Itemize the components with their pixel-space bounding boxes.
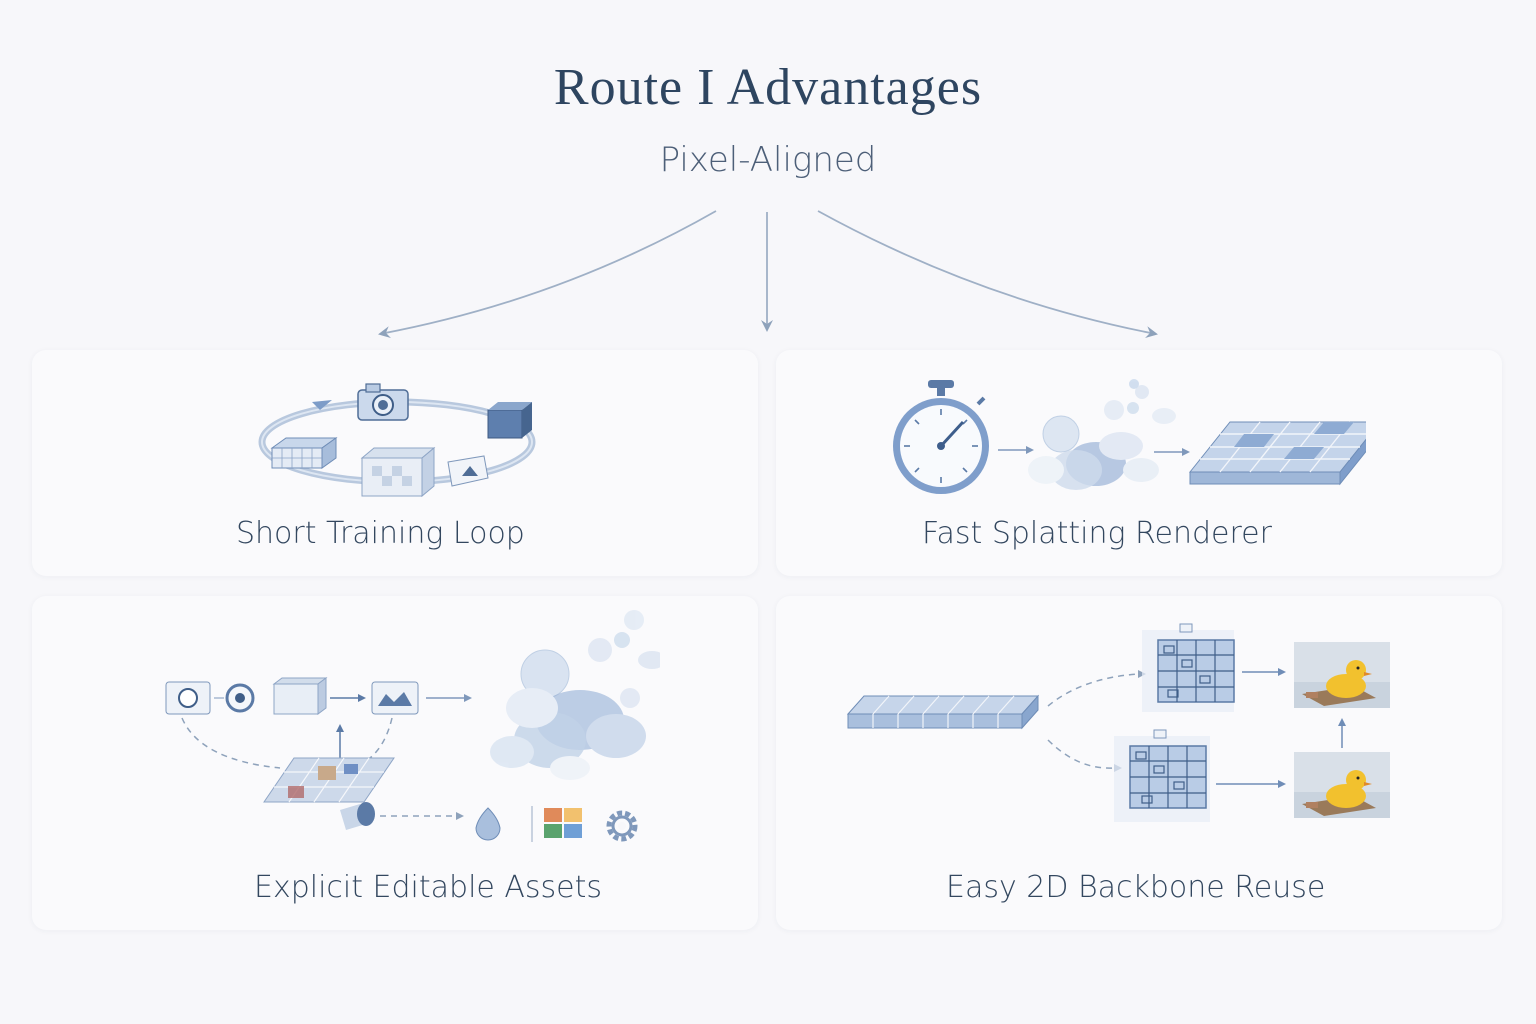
panel-fast-splatting-renderer: Fast Splatting Renderer	[776, 350, 1502, 576]
training-loop-icon	[258, 383, 536, 498]
panel-easy-2d-backbone-reuse: Easy 2D Backbone Reuse	[776, 596, 1502, 930]
arrow-left	[378, 210, 717, 339]
branch-arrows	[378, 210, 1158, 339]
panel-short-training-loop: Short Training Loop	[32, 350, 758, 576]
arrow-right	[817, 210, 1158, 338]
panel-label-easy-2d-backbone-reuse: Easy 2D Backbone Reuse	[946, 870, 1326, 905]
panel-explicit-editable-assets: Explicit Editable Assets	[32, 596, 758, 930]
page-subtitle: Pixel-Aligned	[659, 140, 877, 180]
backbone-reuse-icon	[846, 623, 1390, 822]
stopwatch-splat-render-icon	[893, 379, 1366, 494]
page-title: Route I Advantages	[553, 59, 983, 116]
panel-label-fast-splatting-renderer: Fast Splatting Renderer	[922, 516, 1272, 551]
panel-label-explicit-editable-assets: Explicit Editable Assets	[254, 870, 603, 905]
panel-label-short-training-loop: Short Training Loop	[236, 516, 525, 551]
editable-assets-icon	[165, 610, 660, 842]
